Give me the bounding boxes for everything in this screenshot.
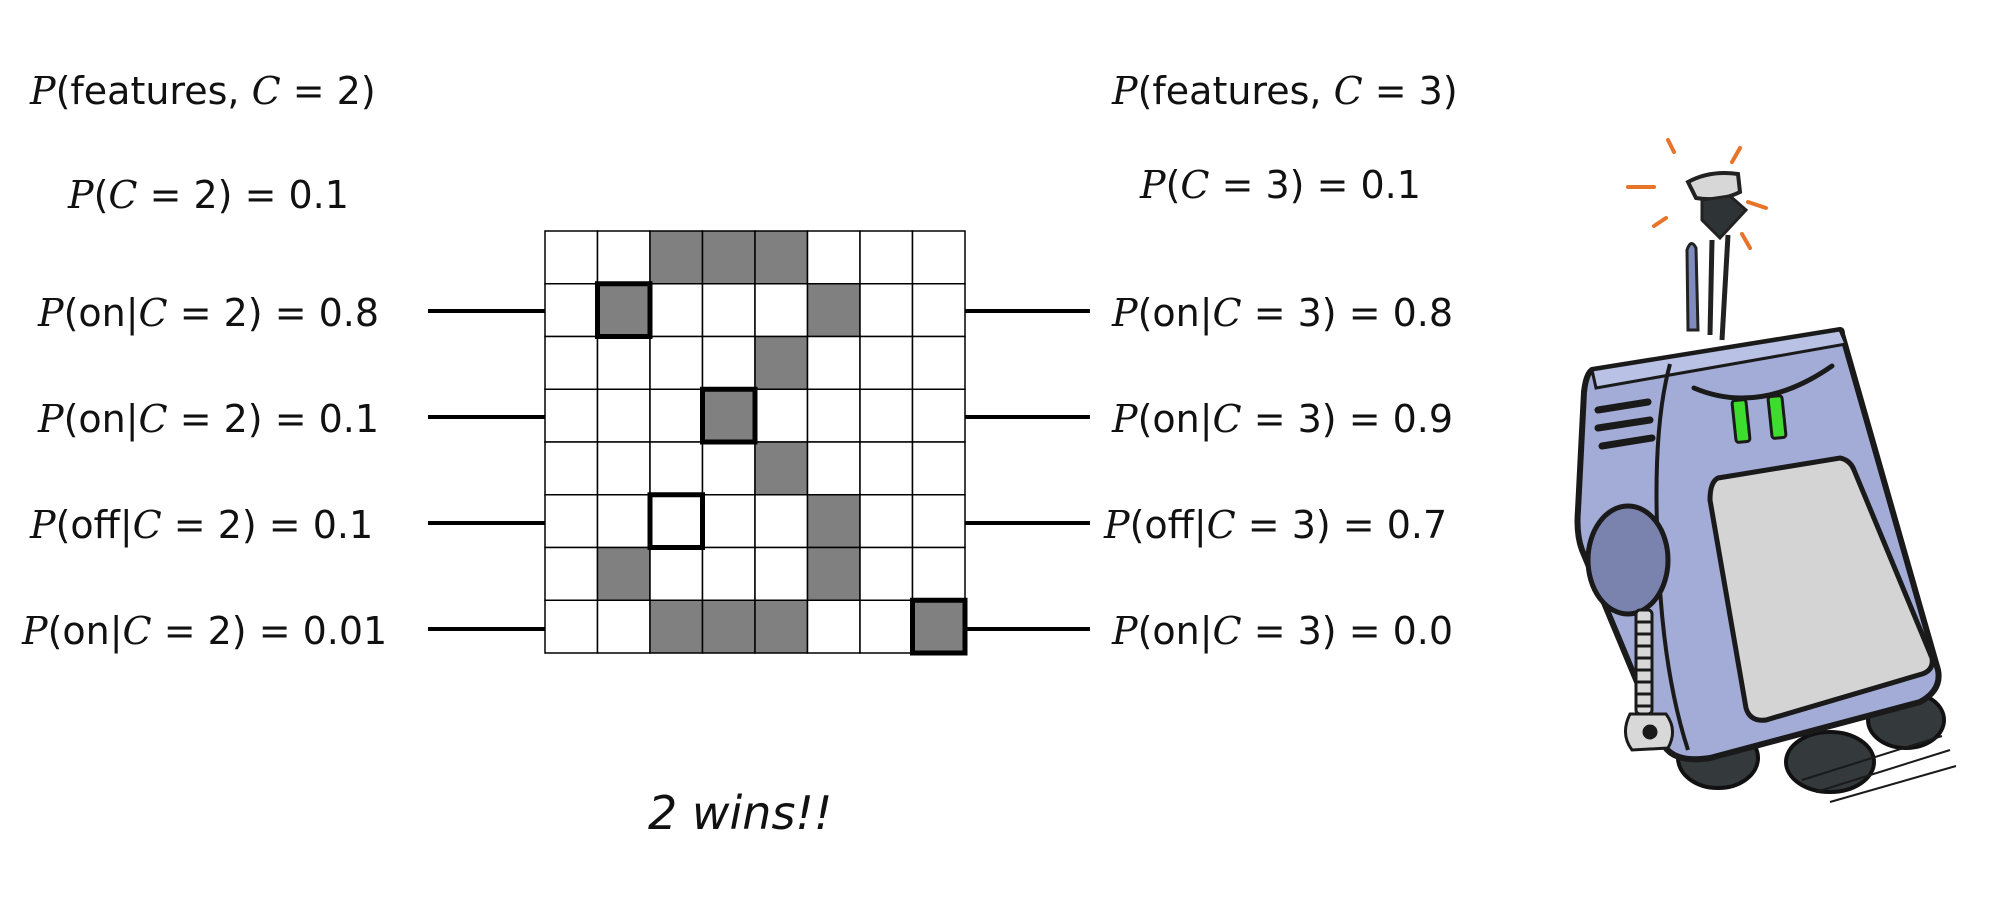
grid-cell — [701, 335, 756, 390]
highlighted-cell — [910, 597, 968, 656]
likelihood-class-2-row-2: P(on|C = 2) = 0.1 — [38, 397, 380, 441]
grid-cell — [701, 599, 756, 654]
grid-cell — [701, 494, 756, 549]
grid-cell — [911, 441, 966, 496]
grid-cell — [859, 441, 914, 496]
grid-cell — [911, 494, 966, 549]
grid-cell — [701, 441, 756, 496]
grid-cell — [544, 283, 599, 338]
grid-cell — [754, 230, 809, 285]
grid-cell — [754, 335, 809, 390]
likelihood-class-3-row-1: P(on|C = 3) = 0.8 — [1112, 291, 1454, 335]
grid-cell — [911, 388, 966, 443]
grid-cell — [596, 283, 651, 338]
grid-cell — [859, 230, 914, 285]
grid-cell — [806, 441, 861, 496]
spark-lines — [1626, 138, 1768, 250]
grid-cell — [701, 388, 756, 443]
likelihood-class-2-row-4: P(on|C = 2) = 0.01 — [22, 609, 388, 653]
joint-probability-class-3: P(features, C = 3) — [1112, 69, 1458, 113]
prior-class-2: P(C = 2) = 0.1 — [68, 173, 349, 217]
grid-cell — [544, 335, 599, 390]
grid-cell — [754, 546, 809, 601]
grid-cell — [754, 441, 809, 496]
grid-cell — [911, 335, 966, 390]
grid-cell — [544, 230, 599, 285]
grid-cell — [859, 599, 914, 654]
grid-cell — [649, 599, 704, 654]
grid-cell — [701, 230, 756, 285]
joint-probability-class-2: P(features, C = 2) — [30, 69, 376, 113]
grid-cell — [649, 335, 704, 390]
grid-cell — [544, 494, 599, 549]
grid-cell — [806, 599, 861, 654]
spring-arm — [1624, 608, 1674, 752]
prior-class-3: P(C = 3) = 0.1 — [1140, 163, 1421, 207]
likelihood-class-2-row-3: P(off|C = 2) = 0.1 — [30, 503, 374, 547]
grid-cell — [649, 388, 704, 443]
grid-cell — [806, 388, 861, 443]
grid-cell — [754, 599, 809, 654]
highlighted-cell — [595, 281, 653, 339]
grid-cell — [859, 335, 914, 390]
grid-cell — [806, 494, 861, 549]
grid-cell — [911, 230, 966, 285]
grid-cell — [596, 494, 651, 549]
grid-cell — [649, 441, 704, 496]
highlighted-cell — [700, 386, 758, 445]
grid-cell — [754, 388, 809, 443]
grid-cell — [859, 494, 914, 549]
grid-cell — [544, 388, 599, 443]
grid-cell — [596, 230, 651, 285]
grid-cell — [806, 283, 861, 338]
grid-cell — [596, 599, 651, 654]
result-text: 2 wins!! — [648, 786, 833, 840]
likelihood-class-3-row-2: P(on|C = 3) = 0.9 — [1112, 397, 1454, 441]
grid-cell — [911, 599, 966, 654]
grid-cell — [596, 441, 651, 496]
grid-cell — [544, 546, 599, 601]
robot-illustration — [1574, 138, 1957, 803]
grid-cell — [806, 230, 861, 285]
grid-cell — [544, 441, 599, 496]
grid-cell — [859, 546, 914, 601]
grid-cell — [911, 283, 966, 338]
grid-cell — [754, 494, 809, 549]
grid-cell — [701, 283, 756, 338]
grid-cell — [754, 283, 809, 338]
grid-cell — [596, 388, 651, 443]
grid-cell — [806, 546, 861, 601]
grid-cell — [649, 230, 704, 285]
highlighted-cell — [647, 492, 705, 550]
grid-cell — [649, 283, 704, 338]
grid-cell — [649, 494, 704, 549]
grid-cell — [596, 546, 651, 601]
grid-cell — [596, 335, 651, 390]
grid-cell — [859, 388, 914, 443]
likelihood-class-2-row-1: P(on|C = 2) = 0.8 — [38, 291, 380, 335]
grid-cell — [806, 335, 861, 390]
grid-cell — [911, 546, 966, 601]
grid-cell — [544, 599, 599, 654]
grid-cell — [701, 546, 756, 601]
likelihood-class-3-row-4: P(on|C = 3) = 0.0 — [1112, 609, 1454, 653]
grid-cell — [859, 283, 914, 338]
likelihood-class-3-row-3: P(off|C = 3) = 0.7 — [1104, 503, 1448, 547]
grid-cell — [649, 546, 704, 601]
